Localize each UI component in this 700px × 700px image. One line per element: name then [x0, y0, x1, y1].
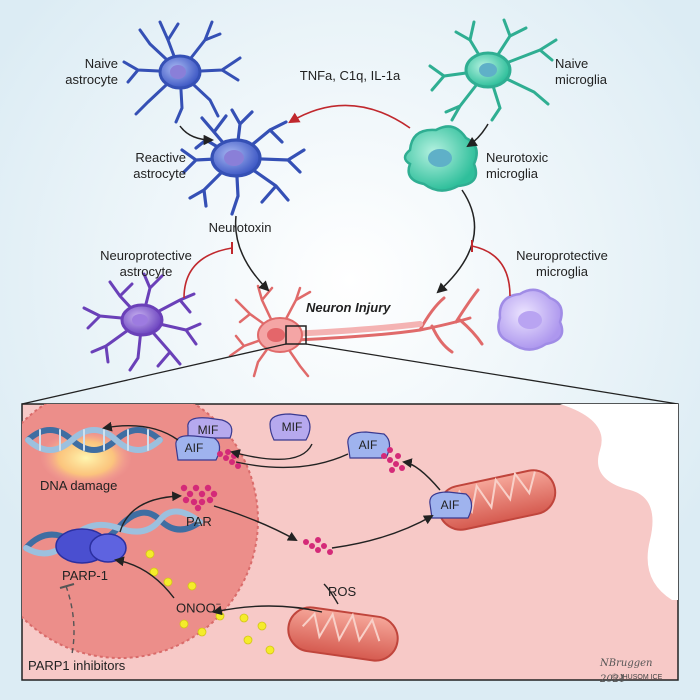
inhibitor-bar — [59, 583, 75, 589]
label-ros: ROS — [328, 584, 357, 599]
mitochondrion-lower — [287, 606, 399, 662]
arrow-naive-to-neurotoxic-microglia — [466, 123, 489, 148]
label-onoo-text: ONOO — [176, 600, 216, 616]
label-cytokines: TNFa, C1q, IL-1a — [299, 68, 401, 83]
naive-astrocyte-cell — [122, 20, 242, 124]
arrow-mito-aif-to-mid — [402, 458, 441, 491]
label-neuron-injury: Neuron Injury — [306, 300, 391, 315]
label-mif-complex: MIF — [197, 423, 219, 437]
label-naive-microglia: Naive microglia — [555, 56, 608, 87]
artist-signature: NBruggen 2021 — [600, 658, 653, 685]
label-neurotoxic-microglia: Neurotoxic microglia — [486, 150, 549, 181]
arrow-parp-to-par — [119, 491, 182, 533]
neurotoxic-microglia-cell — [403, 125, 478, 192]
label-reactive-astrocyte: Reactive astrocyte — [133, 150, 186, 181]
label-aif-mid: AIF — [358, 438, 378, 452]
neuroprotective-microglia-cell — [497, 288, 564, 351]
arrow-aif-to-dna — [102, 421, 179, 441]
aif-mid — [347, 431, 391, 459]
naive-microglia-cell — [428, 18, 558, 122]
label-parp1: PARP-1 — [62, 568, 108, 583]
label-onoo: ONOO− — [176, 596, 236, 616]
neuron-cell — [228, 284, 484, 378]
label-neuroprotective-astrocyte: Neuroprotective astrocyte — [100, 248, 192, 279]
mif-free — [269, 413, 311, 441]
arrow-par-to-chain — [213, 505, 298, 541]
label-onoo-sup: − — [215, 599, 221, 609]
label-aif-complex: AIF — [184, 441, 204, 455]
par-chain-2 — [381, 447, 405, 473]
inhibit-microglia — [471, 245, 511, 297]
zoom-line-left — [21, 343, 287, 405]
label-parp1-inhibitors: PARP1 inhibitors — [28, 658, 126, 673]
arrow-mito-to-onoo — [212, 605, 323, 616]
arrow-mif-to-complex — [230, 443, 313, 461]
par-chain-free — [303, 537, 333, 555]
label-aif-mito: AIF — [440, 498, 460, 512]
label-dna-damage: DNA damage — [40, 478, 118, 493]
dna-helix-top — [25, 427, 163, 453]
arrow-naive-to-reactive-astrocyte — [179, 125, 215, 146]
copyright-text: © JHUSOM ICE — [612, 674, 663, 681]
zoom-line-right — [305, 343, 679, 405]
inhibit-astrocyte — [183, 247, 233, 299]
label-neurotoxin: Neurotoxin — [208, 220, 272, 235]
parp1-enzyme — [55, 528, 127, 564]
aif-mito — [429, 491, 473, 519]
membrane-notch — [612, 418, 678, 462]
label-par: PAR — [186, 514, 212, 529]
arrow-cytokines — [288, 104, 411, 129]
reactive-astrocyte-cell — [180, 108, 306, 216]
arrow-onoo-to-parp — [114, 556, 175, 599]
arrow-aif-to-complex — [235, 453, 349, 469]
arrow-mito-to-ros — [323, 583, 339, 605]
label-naive-astrocyte: Naive astrocyte — [65, 56, 118, 87]
arrow-chain-to-mito — [331, 515, 434, 549]
par-polymer — [180, 484, 218, 512]
arrow-neurotoxin — [234, 215, 270, 292]
zoom-box — [285, 325, 307, 345]
label-mif-free: MIF — [281, 420, 303, 434]
neuroprotective-astrocyte-cell — [82, 272, 202, 372]
neuron-soma — [257, 317, 303, 353]
label-neuroprotective-microglia: Neuroprotective microglia — [516, 248, 608, 279]
